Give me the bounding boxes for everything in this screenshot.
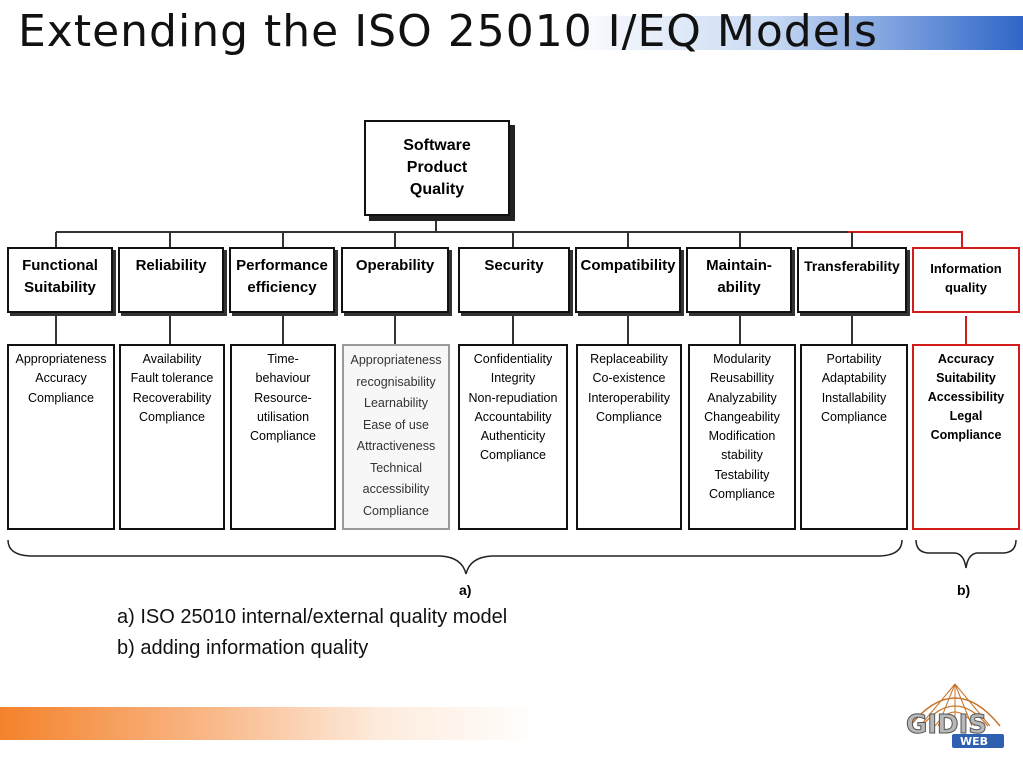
subchar-functional-suitability: Appropriateness Accuracy Compliance: [7, 344, 115, 530]
subchar-item: Resource-: [254, 390, 312, 405]
subchar-item: Appropriateness: [350, 353, 442, 367]
subchar-compatibility: Replaceability Co-existence Interoperabi…: [576, 344, 682, 530]
subchar-item: Compliance: [595, 409, 662, 424]
subchar-item: Compliance: [362, 503, 429, 518]
caption: a) ISO 25010 internal/external quality m…: [117, 602, 507, 664]
subchar-item: Attractiveness: [356, 439, 436, 453]
category-maintainability: Maintain- ability: [686, 247, 792, 313]
subchar-item: Compliance: [820, 409, 887, 424]
category-information-quality: Information quality: [912, 247, 1020, 313]
subchar-item: Learnability: [364, 396, 428, 410]
category-performance-efficiency: Performance efficiency: [229, 247, 335, 313]
subchar-item: Availability: [142, 352, 202, 366]
subchar-item: Analyzability: [707, 390, 777, 405]
subchar-item: Modularity: [713, 352, 771, 366]
brace-b: [915, 539, 1017, 569]
subchar-item: utilisation: [256, 409, 310, 424]
subchar-item: Fault tolerance: [130, 371, 214, 386]
subchar-item: Reusabillity: [710, 371, 774, 386]
subchar-item: Adaptability: [821, 371, 887, 386]
brace-a-label: a): [459, 582, 471, 598]
subchar-item: Compliance: [479, 448, 546, 463]
subchar-item: Compliance: [27, 390, 94, 405]
subchar-item: Compliance: [930, 428, 1002, 442]
subchar-item: Suitability: [936, 371, 996, 385]
category-operability: Operability: [341, 247, 449, 313]
subchar-item: Changeability: [704, 409, 780, 424]
subchar-item: Ease of use: [362, 417, 429, 432]
category-reliability: Reliability: [118, 247, 224, 313]
title-gradient-bar: [560, 16, 1023, 50]
subchar-item: accessibility: [362, 482, 430, 496]
category-security: Security: [458, 247, 570, 313]
subchar-item: Testability: [714, 467, 770, 482]
subchar-security: Confidentiality Integrity Non-repudiatio…: [458, 344, 568, 530]
category-compatibility: Compatibility: [575, 247, 681, 313]
subchar-maintainability: Modularity Reusabillity Analyzability Ch…: [688, 344, 796, 530]
root-node: Software Product Quality: [364, 120, 510, 216]
subchar-item: Recoverability: [132, 390, 212, 405]
subchar-item: recognisability: [356, 374, 436, 389]
subchar-item: Appropriateness: [15, 352, 107, 366]
subchar-operability: Appropriateness recognisability Learnabi…: [342, 344, 450, 530]
subchar-performance-efficiency: Time- behaviour Resource- utilisation Co…: [230, 344, 336, 530]
category-transferability: Transferability: [797, 247, 907, 313]
subchar-item: Time-: [267, 352, 299, 366]
subchar-item: Compliance: [138, 409, 205, 424]
brace-b-label: b): [957, 582, 970, 598]
subchar-item: Accuracy: [35, 371, 87, 386]
subchar-item: Accuracy: [937, 352, 995, 366]
subchar-item: Interoperability: [588, 390, 670, 405]
subchar-item: Accessibility: [927, 390, 1005, 404]
subchar-item: Non-repudiation: [468, 390, 558, 405]
slide-title: Extending the ISO 25010 I/EQ Models: [18, 6, 878, 57]
subchar-item: Portability: [826, 352, 882, 366]
caption-line-b: b) adding information quality: [117, 637, 369, 659]
subchar-item: Confidentiality: [473, 352, 553, 366]
subchar-item: Compliance: [249, 429, 316, 444]
subchar-item: Technical: [369, 460, 423, 475]
subchar-item: Legal: [949, 409, 983, 423]
subchar-item: Authenticity: [480, 429, 546, 444]
subchar-item: Replaceability: [590, 352, 668, 366]
subchar-item: Modification: [708, 429, 776, 444]
subchar-item: behaviour: [255, 371, 311, 386]
subchar-item: Installability: [821, 390, 887, 405]
category-functional-suitability: Functional Suitability: [7, 247, 113, 313]
subchar-information-quality: Accuracy Suitability Accessibility Legal…: [912, 344, 1020, 530]
subchar-item: Accountability: [474, 409, 552, 424]
footer-gradient-bar: [0, 707, 540, 740]
subchar-transferability: Portability Adaptability Installability …: [800, 344, 908, 530]
subchar-item: Integrity: [490, 371, 536, 386]
brace-a: [7, 539, 903, 575]
subchar-item: Compliance: [708, 487, 775, 502]
subchar-reliability: Availability Fault tolerance Recoverabil…: [119, 344, 225, 530]
subchar-item: stability: [721, 448, 763, 463]
caption-line-a: a) ISO 25010 internal/external quality m…: [117, 606, 508, 628]
subchar-item: Co-existence: [592, 371, 666, 386]
gidis-web-logo: GIDIS WEB: [906, 683, 1004, 748]
logo-text-sub: WEB: [960, 735, 988, 748]
